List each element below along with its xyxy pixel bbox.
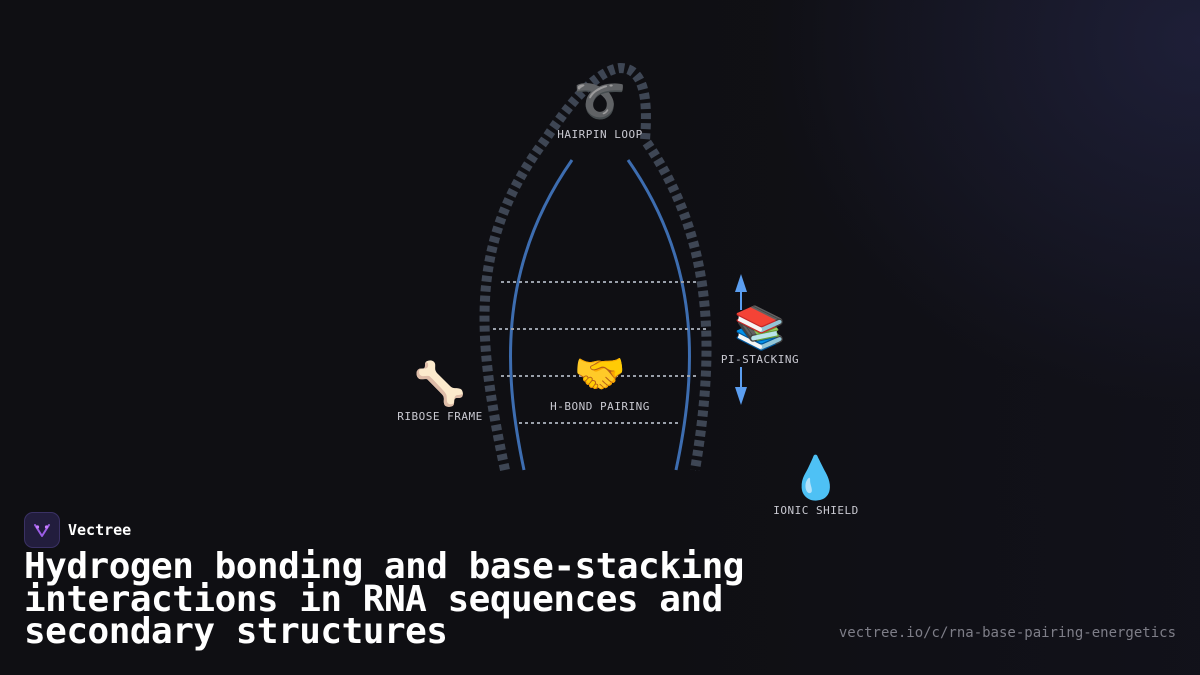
page-title: Hydrogen bonding and base-stacking inter… — [24, 546, 744, 652]
vectree-logo-icon — [24, 512, 60, 548]
handshake-icon: 🤝 — [574, 349, 626, 398]
ribose-frame-label: RIBOSE FRAME — [397, 410, 482, 423]
hairpin-loop-icon: ➰ — [574, 76, 626, 125]
brand: Vectree — [24, 512, 131, 548]
brand-name: Vectree — [68, 521, 132, 539]
source-url: vectree.io/c/rna-base-pairing-energetics — [838, 625, 1176, 641]
strand-left — [509, 159, 574, 471]
arrow-down-head — [735, 387, 747, 405]
droplet-icon: 💧 — [790, 453, 842, 502]
backbone-outline — [479, 62, 712, 472]
arrow-up-head — [735, 274, 747, 292]
strand-right — [626, 159, 691, 471]
hairpin-loop-label: HAIRPIN LOOP — [557, 128, 642, 141]
books-icon: 📚 — [734, 303, 786, 352]
h-bond-pairing-label: H-BOND PAIRING — [550, 400, 650, 413]
pi-stacking-label: PI-STACKING — [721, 353, 799, 366]
bone-icon: 🦴 — [414, 358, 466, 408]
ionic-shield-label: IONIC SHIELD — [773, 504, 858, 517]
